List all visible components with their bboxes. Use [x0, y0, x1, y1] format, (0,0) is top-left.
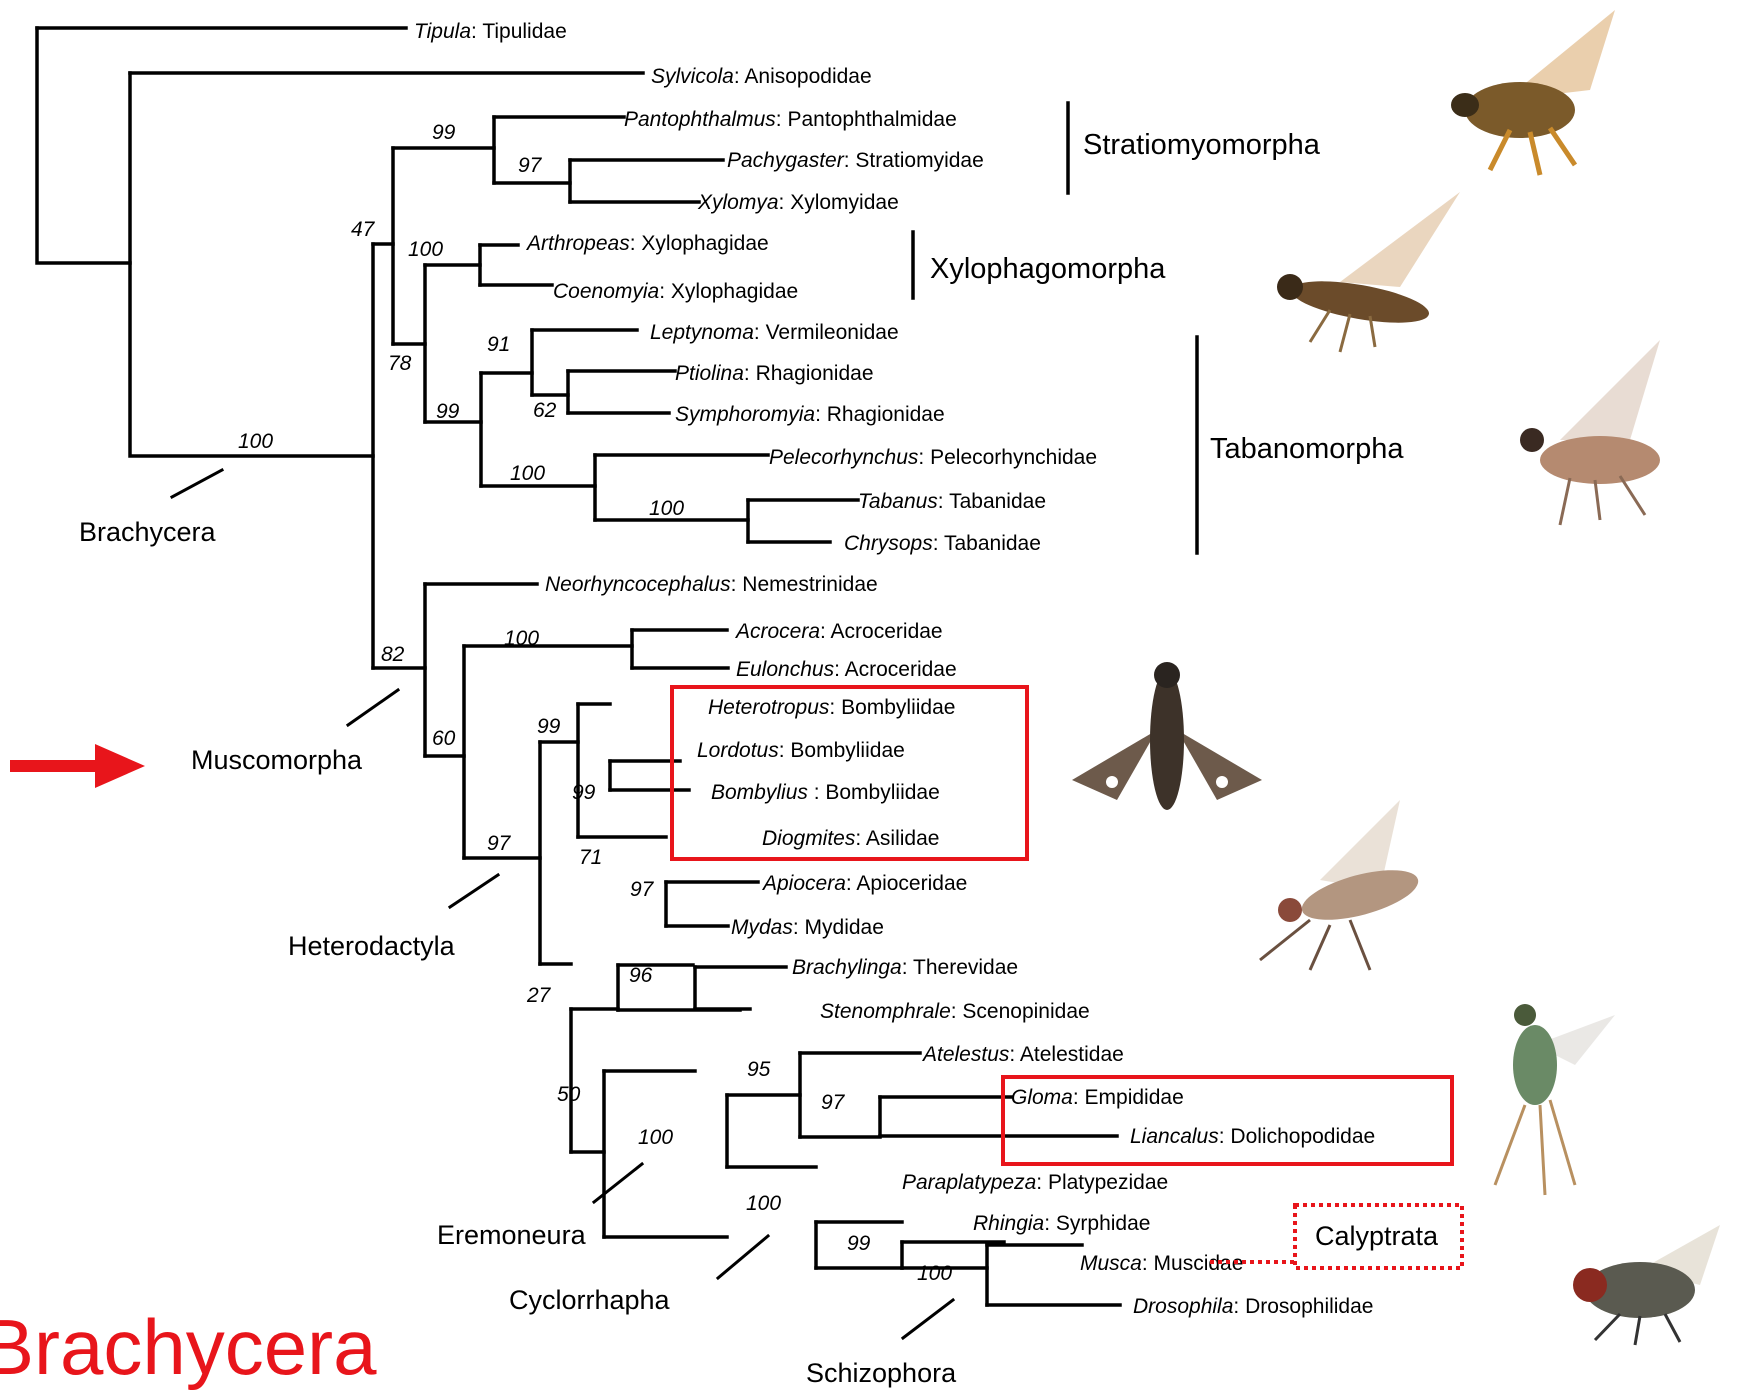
tip-label: Symphoromyia: Rhagionidae [675, 403, 945, 426]
tip-label: Apiocera: Apioceridae [761, 872, 967, 895]
tip-label: Atelestus: Atelestidae [921, 1043, 1124, 1066]
support-value: 96 [629, 964, 653, 987]
support-value: 99 [436, 400, 460, 423]
tip-label: Pachygaster: Stratiomyidae [727, 149, 984, 172]
tip-label: Coenomyia: Xylophagidae [553, 280, 798, 303]
support-value: 99 [847, 1232, 871, 1255]
tip-label: Mydas: Mydidae [731, 916, 884, 939]
support-value: 100 [638, 1126, 673, 1149]
group-label-tabanomorpha: Tabanomorpha [1210, 433, 1404, 465]
tip-label: Diogmites: Asilidae [762, 827, 939, 850]
clade-label-brachycera: Brachycera [79, 517, 217, 547]
support-value: 60 [432, 727, 456, 750]
tip-label: Bombylius : Bombyliidae [711, 781, 940, 804]
fly-image-xylophagomorpha [1277, 192, 1460, 352]
clade-label-eremoneura: Eremoneura [437, 1220, 587, 1250]
support-value: 91 [487, 333, 510, 356]
support-value: 71 [579, 846, 602, 869]
support-value: 100 [746, 1192, 781, 1215]
tip-label: Brachylinga: Therevidae [792, 956, 1018, 979]
tip-label: Arthropeas: Xylophagidae [525, 232, 769, 255]
support-value: 82 [381, 643, 405, 666]
tip-label: Pelecorhynchus: Pelecorhynchidae [769, 446, 1097, 469]
clade-label-cyclorrhapha: Cyclorrhapha [509, 1285, 671, 1315]
support-value: 100 [238, 430, 273, 453]
fly-image-stratiomyomorpha [1451, 10, 1615, 175]
tip-label: Chrysops: Tabanidae [844, 532, 1041, 555]
big-title: Brachycera [0, 1303, 377, 1391]
support-value: 99 [572, 781, 596, 804]
support-value: 97 [518, 154, 543, 177]
support-value: 100 [649, 497, 684, 520]
tip-label: Xylomya: Xylomyidae [697, 191, 899, 214]
support-value: 100 [917, 1262, 952, 1285]
tip-label: Lordotus: Bombyliidae [697, 739, 905, 762]
support-value: 99 [537, 715, 561, 738]
tip-label: Tabanus: Tabanidae [858, 490, 1046, 513]
support-value: 100 [504, 627, 539, 650]
tip-label: Liancalus: Dolichopodidae [1130, 1125, 1375, 1148]
clade-label-schizophora: Schizophora [806, 1358, 957, 1388]
support-value: 50 [557, 1083, 581, 1106]
group-label-xylophagomorpha: Xylophagomorpha [930, 253, 1166, 285]
calyptrata-label: Calyptrata [1315, 1221, 1439, 1251]
clade-label-muscomorpha: Muscomorpha [191, 745, 363, 775]
fly-image-muscidae [1573, 1225, 1720, 1345]
tip-label: Sylvicola: Anisopodidae [651, 65, 872, 88]
tip-label: Leptynoma: Vermileonidae [650, 321, 899, 344]
fly-image-asilidae [1260, 800, 1423, 970]
support-value: 100 [408, 238, 443, 261]
tip-label: Gloma: Empididae [1011, 1086, 1184, 1109]
support-value: 97 [821, 1091, 846, 1114]
tip-label: Heterotropus: Bombyliidae [708, 696, 955, 719]
tip-label: Pantophthalmus: Pantophthalmidae [624, 108, 957, 131]
tip-label: Neorhyncocephalus: Nemestrinidae [545, 573, 878, 596]
support-value: 27 [526, 984, 552, 1007]
clade-label-heterodactyla: Heterodactyla [288, 931, 456, 961]
fly-image-bombyliidae [1072, 662, 1262, 810]
fly-image-dolichopodidae [1495, 1004, 1615, 1195]
support-value: 100 [510, 462, 545, 485]
tip-label: Stenomphrale: Scenopinidae [820, 1000, 1090, 1023]
tip-label: Paraplatypeza: Platypezidae [902, 1171, 1168, 1194]
support-value: 97 [487, 832, 512, 855]
support-value: 97 [630, 878, 655, 901]
tip-label: Eulonchus: Acroceridae [736, 658, 957, 681]
support-value: 78 [388, 352, 412, 375]
support-value: 95 [747, 1058, 771, 1081]
group-label-stratiomyomorpha: Stratiomyomorpha [1083, 129, 1321, 161]
tip-label: Tipula: Tipulidae [414, 20, 567, 43]
red-arrow-icon [10, 744, 145, 788]
tip-label: Ptiolina: Rhagionidae [675, 362, 874, 385]
support-value: 99 [432, 121, 456, 144]
tree-branches [37, 28, 1197, 1338]
support-value: 47 [351, 218, 376, 241]
fly-image-tabanomorpha [1520, 340, 1660, 525]
tip-label: Acrocera: Acroceridae [734, 620, 943, 643]
tip-label: Drosophila: Drosophilidae [1133, 1295, 1373, 1318]
tip-label: Rhingia: Syrphidae [973, 1212, 1150, 1235]
support-value: 62 [533, 399, 557, 422]
